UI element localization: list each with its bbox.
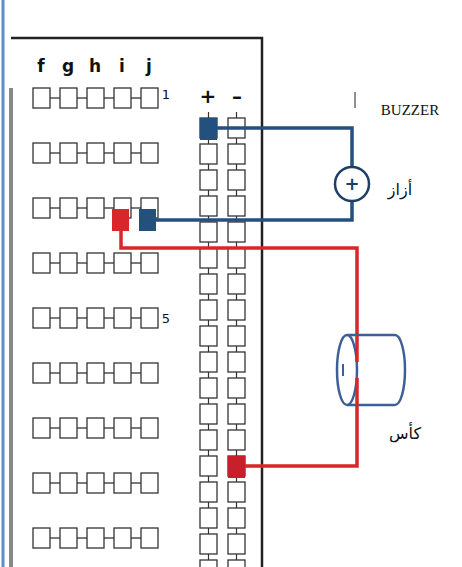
row-number: 5 [162,311,170,326]
cup-illustration [337,335,405,405]
rail-sign: – [232,84,242,108]
column-letter: h [89,56,101,76]
row-contact-red [112,209,129,231]
breadboard-holes [33,88,158,548]
board-outline [11,38,262,567]
buzzer-leader [355,92,356,108]
part-name: أزاز [388,180,412,199]
minus-rail-contact [228,456,245,478]
power-rails [200,112,245,567]
page-edge-line [2,0,5,567]
column-letter: j [146,56,152,76]
part-name: كأس [389,424,421,443]
row-number: 1 [162,87,170,102]
board-left-edge [9,88,13,567]
row-contact-blue [139,209,156,231]
column-letter: f [37,56,44,76]
blue-wire [150,128,352,220]
buzzer-symbol: + [333,165,371,203]
column-letter: i [119,56,125,76]
column-letter: g [62,56,74,76]
polarity-sign: + [344,175,359,193]
rail-sign: + [200,84,217,108]
red-wire [121,220,357,466]
part-name: BUZZER [381,102,439,119]
plus-rail-contact [200,118,217,140]
